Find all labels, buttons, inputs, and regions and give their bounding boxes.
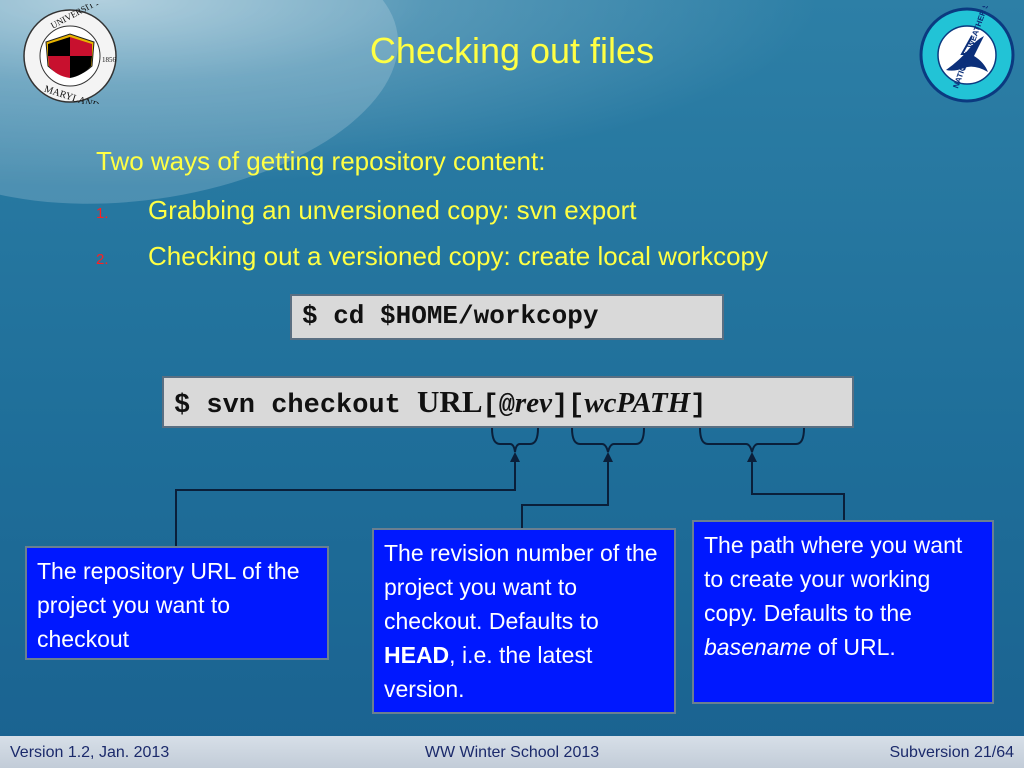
checkout-path-param: wcPATH xyxy=(584,387,691,419)
footer-event: WW Winter School 2013 xyxy=(424,744,600,761)
rev-callout: The revision number of the project you w… xyxy=(372,528,676,714)
checkout-path-close: ] xyxy=(690,391,707,421)
list-item: 1. Grabbing an unversioned copy: svn exp… xyxy=(96,192,768,238)
url-callout: The repository URL of the project you wa… xyxy=(25,546,329,660)
list-number: 2. xyxy=(96,251,109,268)
background-highlight xyxy=(0,0,1024,240)
checkout-rev-open: [@ xyxy=(482,391,515,421)
checkout-rev-param: rev xyxy=(514,387,552,419)
rev-callout-head: HEAD xyxy=(384,642,450,668)
rev-connector-line xyxy=(521,458,609,528)
seal-year-text: 1856 xyxy=(102,56,117,64)
list-text: Grabbing an unversioned copy: svn export xyxy=(148,195,637,225)
intro-text: Two ways of getting repository content: xyxy=(96,146,546,176)
footer-version: Version 1.2, Jan. 2013 xyxy=(10,744,170,761)
path-callout-text-end: of URL. xyxy=(811,634,896,660)
rev-callout-text-end: , i.e. the latest version. xyxy=(384,642,593,702)
path-callout: The path where you want to create your w… xyxy=(692,520,994,704)
cd-command-box: $ cd $HOME/workcopy xyxy=(290,294,724,340)
checkout-prefix: $ svn checkout xyxy=(174,391,418,421)
checkout-command-box: $ svn checkout URL[@rev][wcPATH] xyxy=(162,376,854,428)
checkout-url-param: URL xyxy=(417,384,483,419)
list-text: Checking out a versioned copy: create lo… xyxy=(148,241,768,271)
slide-title: Checking out files xyxy=(369,30,655,71)
path-brace xyxy=(699,427,805,453)
checkout-rev-close: ] xyxy=(551,391,569,421)
list-number: 1. xyxy=(96,205,109,222)
url-connector-line xyxy=(175,458,516,546)
url-callout-text: The repository URL of the project you wa… xyxy=(37,558,300,652)
path-connector-line xyxy=(751,458,845,520)
rev-callout-text: The revision number of the project you w… xyxy=(384,540,658,634)
path-callout-text: The path where you want to create your w… xyxy=(704,532,963,626)
footer-page: Subversion 21/64 xyxy=(889,744,1014,761)
url-brace xyxy=(491,427,539,453)
ways-list: 1. Grabbing an unversioned copy: svn exp… xyxy=(96,192,768,284)
path-callout-basename: basename xyxy=(704,634,812,660)
checkout-path-open: [ xyxy=(568,391,585,421)
university-seal-icon: UNIVERSITY OF MARYLAND 1856 xyxy=(23,4,117,104)
nws-logo-icon: NATIONAL WEATHER SERVICE xyxy=(919,6,1015,103)
slide-footer: Version 1.2, Jan. 2013 WW Winter School … xyxy=(0,736,1024,768)
list-item: 2. Checking out a versioned copy: create… xyxy=(96,238,768,284)
rev-brace xyxy=(571,427,645,453)
